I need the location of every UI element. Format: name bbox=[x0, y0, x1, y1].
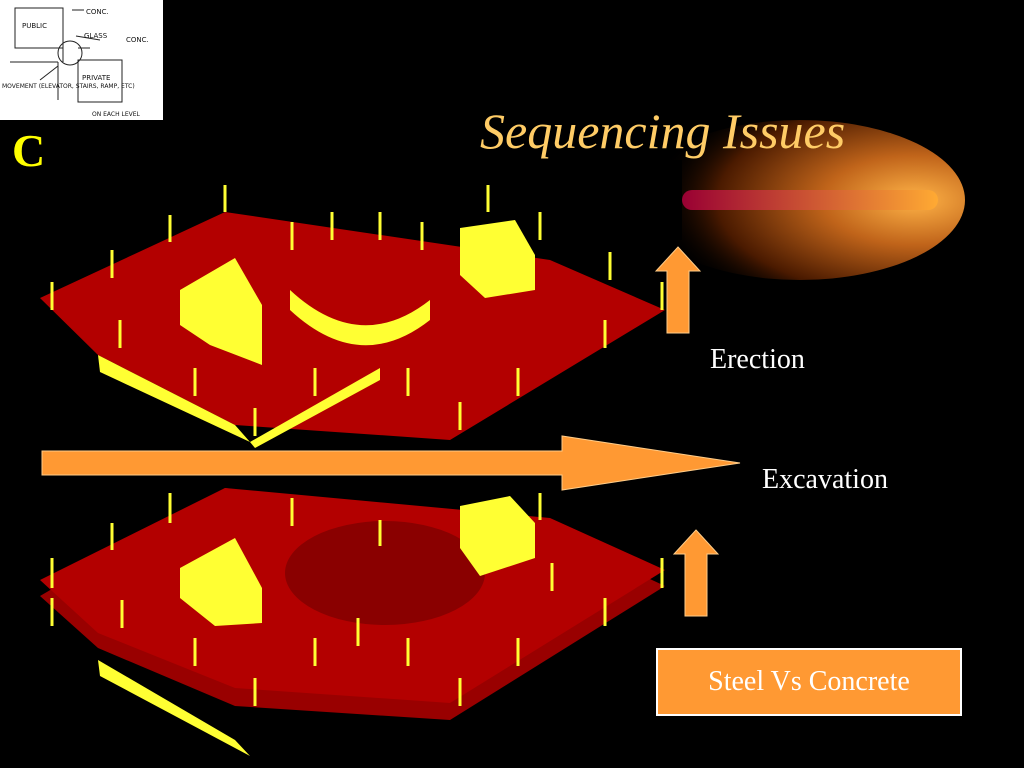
lower-pit bbox=[285, 521, 485, 625]
upper-slab-edge bbox=[98, 355, 250, 442]
sketch-label-each-level: ON EACH LEVEL bbox=[92, 111, 141, 118]
upper-core-left bbox=[180, 258, 262, 365]
upper-ramp-edge bbox=[250, 368, 380, 448]
lower-columns bbox=[50, 493, 664, 706]
upper-columns bbox=[50, 185, 664, 436]
right-arrow-icon bbox=[41, 435, 741, 491]
upper-core-right bbox=[460, 220, 535, 298]
glow-decoration bbox=[620, 120, 965, 280]
sketch-label-conc-1: CONC. bbox=[86, 8, 109, 16]
upper-curved-wall bbox=[290, 290, 430, 346]
sketch-label-public: PUBLIC bbox=[22, 22, 47, 30]
excavation-label: Excavation bbox=[762, 464, 888, 495]
page-title: Sequencing Issues bbox=[480, 103, 846, 159]
sketch-label-private: PRIVATE bbox=[82, 74, 110, 82]
erection-arrow bbox=[654, 246, 702, 334]
steel-arrow bbox=[672, 529, 720, 617]
building-erection bbox=[40, 185, 665, 448]
steel-vs-concrete-box: Steel Vs Concrete bbox=[656, 648, 962, 716]
building-excavation bbox=[40, 488, 665, 756]
concept-sketch: PUBLIC CONC. GLASS CONC. PRIVATE MOVEMEN… bbox=[0, 0, 163, 120]
excavation-arrow bbox=[41, 435, 741, 491]
lower-core-left bbox=[180, 538, 262, 626]
sketch-drawing: PUBLIC CONC. GLASS CONC. PRIVATE MOVEMEN… bbox=[2, 7, 149, 118]
erection-label: Erection bbox=[710, 344, 805, 375]
sketch-label-movement: MOVEMENT (ELEVATOR, STAIRS, RAMP, ETC) bbox=[2, 83, 135, 90]
section-letter: C bbox=[12, 125, 46, 176]
sketch-label-conc-2: CONC. bbox=[126, 36, 149, 44]
steel-vs-concrete-label: Steel Vs Concrete bbox=[708, 666, 910, 697]
lower-slab-edge bbox=[98, 660, 250, 756]
lower-core-right bbox=[460, 496, 535, 576]
sketch-label-glass: GLASS bbox=[84, 32, 108, 40]
up-arrow-icon bbox=[672, 529, 720, 617]
up-arrow-icon bbox=[654, 246, 702, 334]
